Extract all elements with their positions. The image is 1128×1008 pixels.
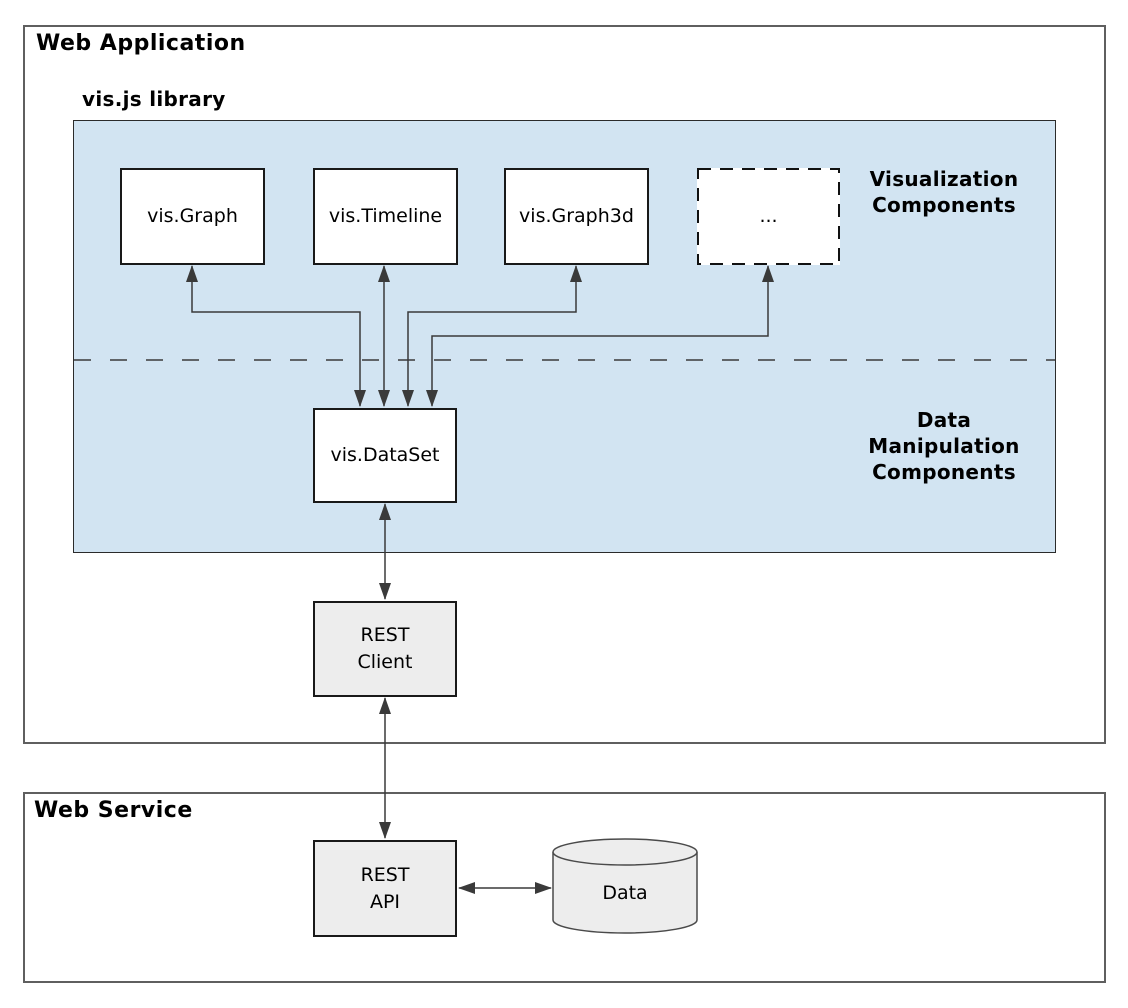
node-vis-graph: vis.Graph: [120, 168, 265, 265]
node-rest-client: REST Client: [313, 601, 457, 697]
visualization-components-label: Visualization Components: [869, 167, 1019, 217]
web-service-title: Web Service: [34, 798, 193, 823]
node-data-store-label: Data: [602, 881, 648, 904]
node-vis-graph-label: vis.Graph: [147, 205, 238, 227]
node-more-components: ...: [697, 168, 840, 265]
node-vis-dataset: vis.DataSet: [313, 408, 457, 503]
node-rest-api-label: REST API: [360, 863, 410, 913]
node-vis-timeline: vis.Timeline: [313, 168, 458, 265]
node-rest-api: REST API: [313, 840, 457, 937]
node-vis-graph3d-label: vis.Graph3d: [519, 205, 634, 227]
node-more-components-label: ...: [759, 205, 778, 227]
data-manipulation-components-label: Data Manipulation Components: [868, 408, 1020, 484]
node-rest-client-label: REST Client: [357, 624, 413, 673]
node-vis-graph3d: vis.Graph3d: [504, 168, 649, 265]
node-vis-timeline-label: vis.Timeline: [328, 205, 443, 227]
node-vis-dataset-label: vis.DataSet: [330, 444, 440, 466]
web-application-title: Web Application: [36, 31, 246, 56]
visjs-library-title: vis.js library: [82, 87, 226, 111]
